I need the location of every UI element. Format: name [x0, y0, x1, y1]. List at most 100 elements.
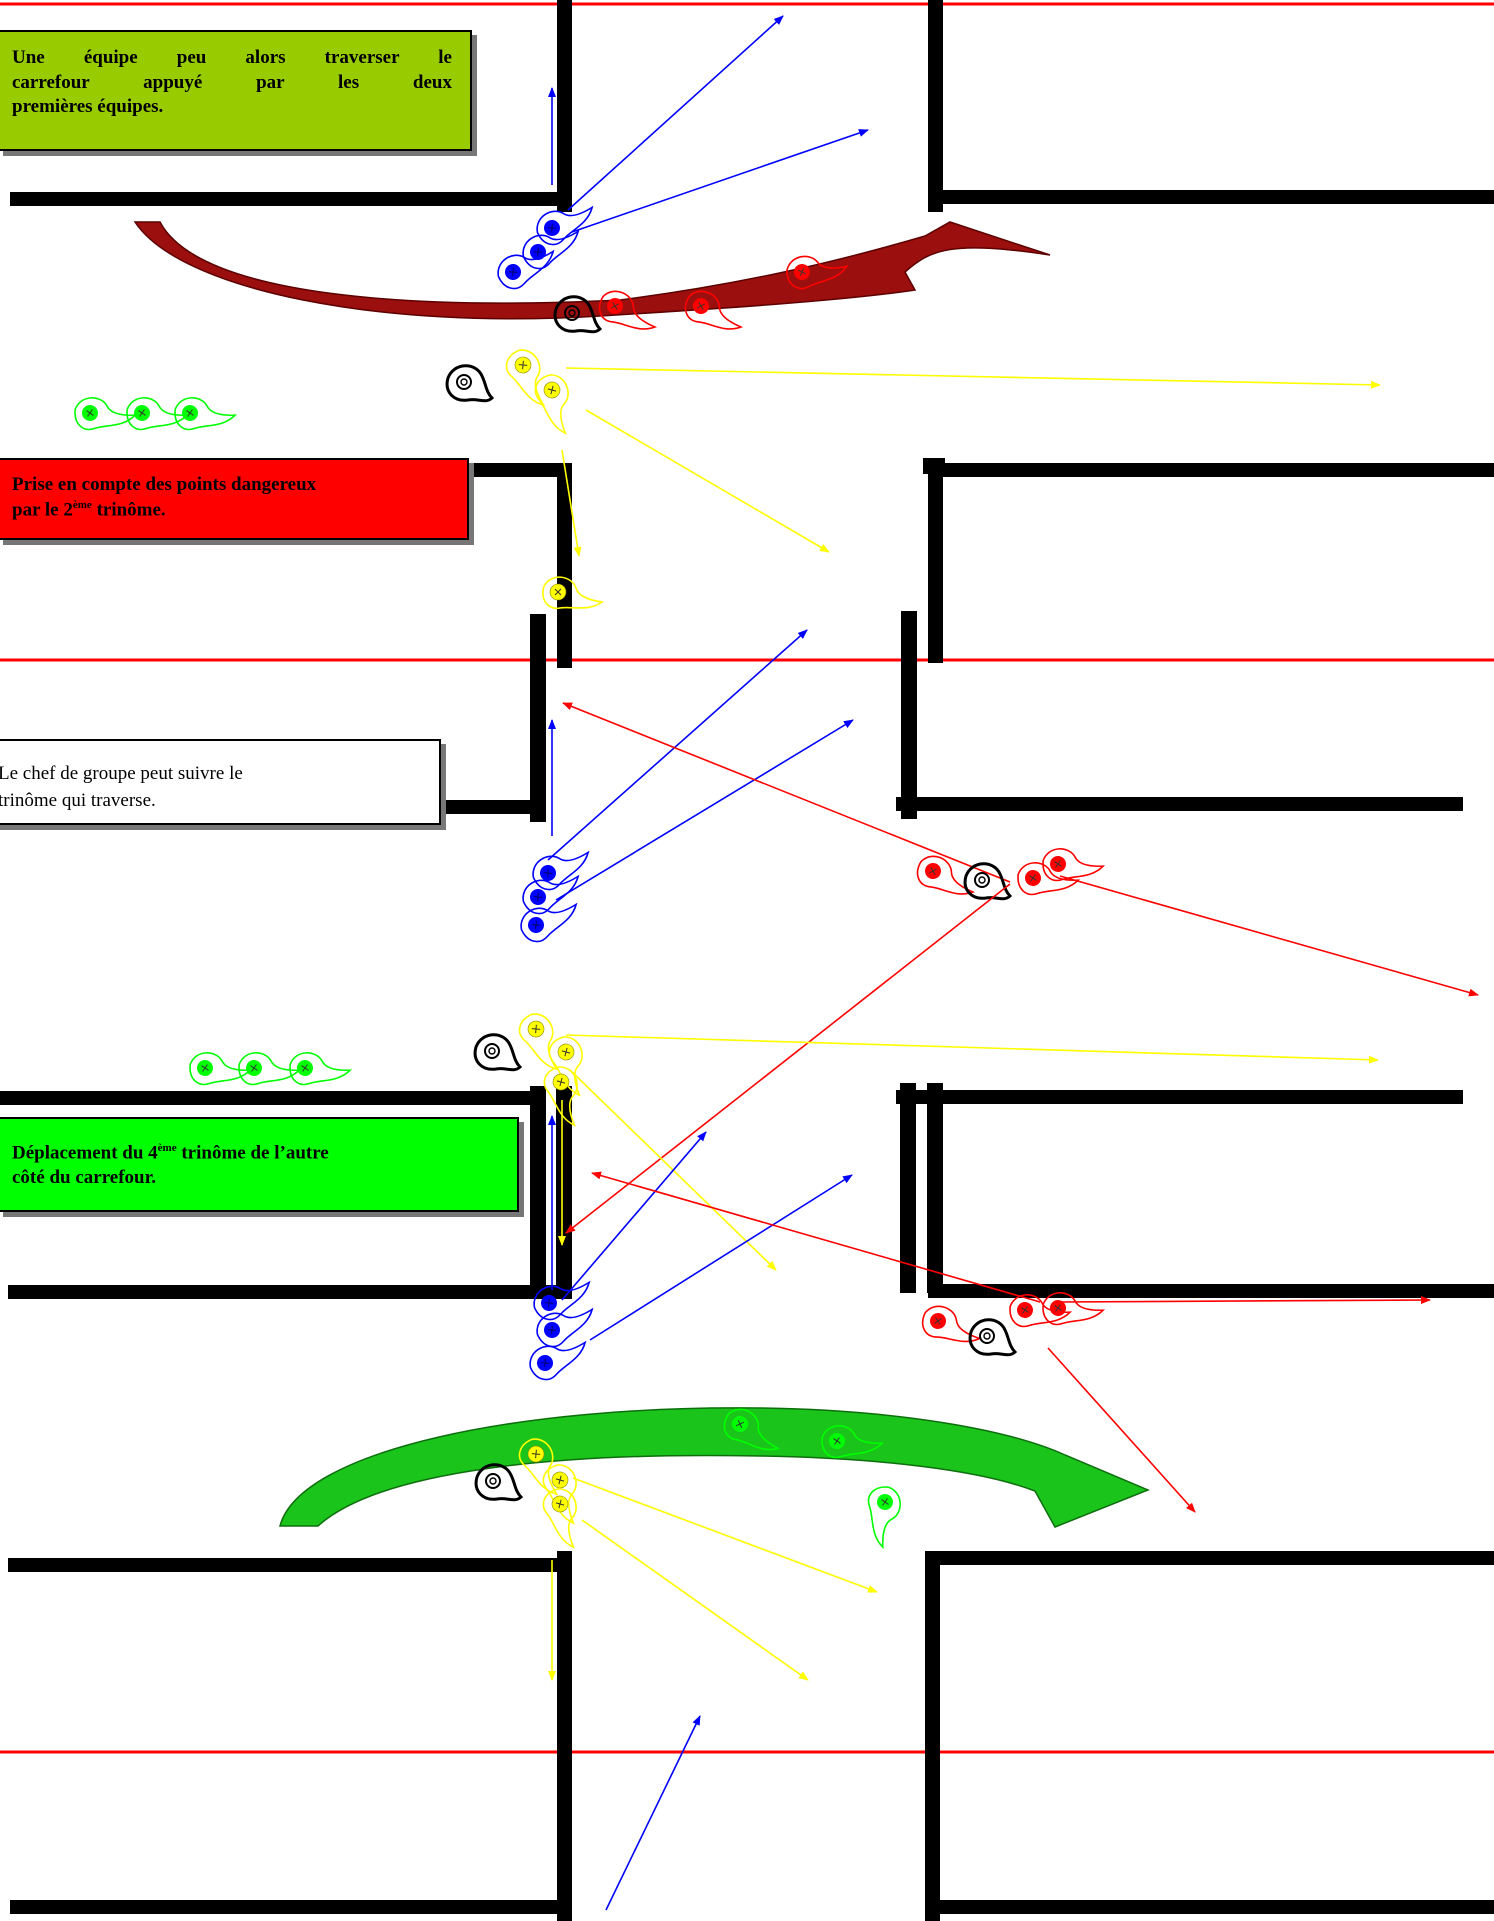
road-wall [928, 1284, 1494, 1298]
soldier-icon [518, 1013, 559, 1071]
soldier-icon [723, 1408, 781, 1451]
callout-fourth-team: Déplacement du 4ème trinôme de l’autre c… [0, 1117, 519, 1212]
soldier-icon [289, 1052, 353, 1086]
soldier-icon [1042, 1292, 1106, 1326]
callout-line: trinôme qui traverse. [0, 789, 156, 811]
roads-panel-1 [10, 0, 1494, 668]
soldier-icon [867, 1486, 901, 1550]
soldier-icon [1042, 848, 1106, 882]
direction-arrow-icon [605, 1715, 701, 1911]
direction-arrow-icon [581, 1519, 809, 1681]
soldier-icon [174, 397, 238, 431]
road-wall [10, 1900, 572, 1914]
soldier-icon [505, 349, 546, 407]
soldier-icon [542, 1488, 577, 1549]
group-leader-icon [473, 1033, 523, 1072]
callout-line: carrefour appuyé par les deux [12, 71, 452, 93]
road-wall [896, 797, 1463, 811]
direction-arrow-icon [565, 367, 1381, 389]
direction-arrow-icon [572, 1477, 878, 1593]
road-wall [8, 1558, 572, 1572]
road-wall [557, 463, 572, 668]
road-wall [557, 1551, 572, 1921]
soldier-icon [518, 1438, 559, 1496]
soldier-icon [598, 290, 658, 330]
direction-arrow-icon [571, 129, 869, 233]
callout-line: Déplacement du 4ème trinôme de l’autre [12, 1142, 329, 1164]
group-leader-icon [553, 295, 603, 334]
group-leader-icon [445, 364, 495, 403]
group-leader-icon [963, 862, 1013, 901]
road-wall [530, 1086, 546, 1296]
callout-line: côté du carrefour. [12, 1167, 157, 1189]
soldier-icon [532, 850, 590, 891]
road-wall [928, 1900, 1494, 1914]
direction-arrow-icon [565, 1034, 1379, 1064]
soldier-icon [821, 1425, 885, 1459]
road-wall [928, 463, 1494, 477]
road-wall [557, 0, 572, 212]
direction-arrow-icon [561, 1131, 707, 1301]
callout-team-crossing: Une équipe peu alors traverser le carref… [0, 30, 472, 151]
soldier-icon [189, 1052, 253, 1086]
road-wall [8, 1285, 572, 1299]
callout-group-leader: Le chef de groupe peut suivre le trinôme… [0, 739, 441, 825]
soldier-icon [536, 205, 594, 246]
direction-arrow-icon [1047, 1347, 1196, 1513]
callout-line: Le chef de groupe peut suivre le [0, 763, 243, 784]
soldier-icon [1017, 862, 1081, 896]
road-wall [472, 463, 572, 477]
direction-arrow-icon [591, 1171, 1041, 1303]
soldier-icon [543, 1066, 578, 1127]
road-wall [928, 1551, 1494, 1565]
road-wall [901, 611, 917, 819]
roads-panel-3 [8, 1551, 1494, 1921]
group-leader-icon [474, 1463, 524, 1502]
soldier-icon [534, 374, 569, 435]
direction-arrow-icon [567, 15, 784, 211]
callout-line: Prise en compte des points dangereux [12, 474, 317, 495]
panel-separators [0, 2, 1494, 1754]
soldier-icon [542, 1464, 577, 1525]
group-leader-icon [968, 1318, 1018, 1357]
callout-line: Une équipe peu alors traverser le [12, 47, 452, 68]
soldier-icon [536, 1307, 594, 1348]
soldier-icon [533, 1280, 591, 1321]
callout-line: premières équipes. [12, 96, 164, 118]
direction-arrow-icon [585, 409, 830, 553]
green-crossing-arrow-icon [279, 1407, 1150, 1528]
soldier-icon [522, 874, 580, 915]
callout-line: par le 2ème trinôme. [12, 498, 166, 521]
direction-arrow-icon [1057, 1296, 1431, 1305]
direction-arrow-icon [1059, 875, 1479, 997]
direction-arrow-icon [561, 449, 582, 557]
road-wall [928, 458, 943, 663]
direction-arrow-icon [562, 702, 1011, 883]
soldier-icon [785, 255, 849, 290]
road-wall [927, 1083, 943, 1293]
soldier-icon [916, 855, 976, 895]
road-wall [0, 1091, 546, 1105]
callout-danger-points: Prise en compte des points dangereux par… [0, 458, 469, 540]
soldier-icon [520, 902, 578, 943]
soldier-icon [529, 1340, 587, 1381]
road-wall [928, 190, 1494, 204]
soldier-icon [548, 1036, 583, 1097]
road-wall [530, 614, 546, 822]
roads-panel-2 [0, 611, 1494, 1299]
direction-arrow-icon [547, 629, 808, 861]
soldier-icon [684, 290, 744, 330]
crossing-arrow-icon [133, 221, 1051, 320]
road-wall [925, 1551, 940, 1921]
direction-arrow-icon [589, 1174, 853, 1341]
road-wall [896, 1090, 1463, 1104]
soldier-icon [542, 576, 605, 610]
road-wall [900, 1083, 916, 1293]
soldier-icon [497, 249, 555, 290]
road-wall [928, 0, 943, 212]
road-wall [10, 192, 572, 206]
soldier-icon [1009, 1294, 1073, 1328]
direction-arrow-icon [555, 719, 854, 901]
direction-arrow-icon [565, 883, 1011, 1234]
